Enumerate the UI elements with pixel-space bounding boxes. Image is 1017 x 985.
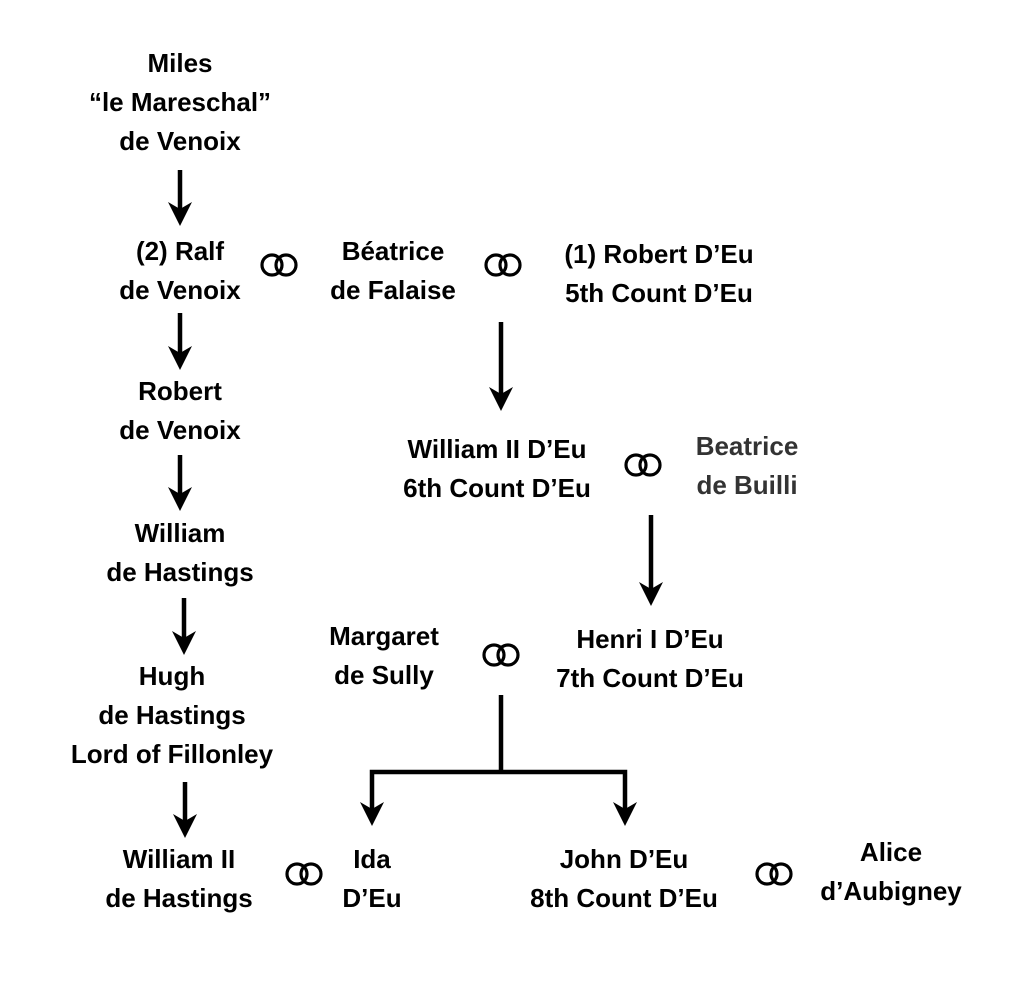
marriage-rings-icon <box>260 253 298 277</box>
person-name-line: de Sully <box>334 660 434 690</box>
arrow-head-icon <box>168 346 192 370</box>
person-name-line: Robert <box>138 376 222 406</box>
person-name-line: de Venoix <box>119 415 241 445</box>
person-name-line: de Venoix <box>119 275 241 305</box>
person-john-deu: John D’Eu 8th Count D’Eu <box>530 844 718 913</box>
ring-circle <box>498 253 522 277</box>
person-robert-venoix: Robert de Venoix <box>119 376 241 445</box>
arrow-head-icon <box>613 802 637 826</box>
person-william-ii-hastings: William II de Hastings <box>105 844 252 913</box>
person-name-line: William <box>135 518 226 548</box>
ring-circle <box>638 453 662 477</box>
person-name-line: de Builli <box>696 470 797 500</box>
marriage-rings-icon <box>482 643 520 667</box>
descent-arrow <box>639 515 663 606</box>
person-name-line: 7th Count D’Eu <box>556 663 744 693</box>
person-name-line: (1) Robert D’Eu <box>564 239 753 269</box>
person-name-line: de Venoix <box>119 126 241 156</box>
ring-circle <box>496 643 520 667</box>
person-name-line: Beatrice <box>696 431 799 461</box>
person-william-ii-deu: William II D’Eu 6th Count D’Eu <box>403 434 591 503</box>
person-alice-aubigney: Alice d’Aubigney <box>820 837 962 906</box>
person-margaret-sully: Margaret de Sully <box>329 621 439 690</box>
person-name-line: Lord of Fillonley <box>71 739 274 769</box>
ring-circle <box>624 453 648 477</box>
person-name-line: William II D’Eu <box>408 434 587 464</box>
ring-circle <box>260 253 284 277</box>
descent-arrow <box>168 313 192 370</box>
person-name-line: Hugh <box>139 661 205 691</box>
marriage-rings-icon <box>624 453 662 477</box>
person-name-line: D’Eu <box>342 883 401 913</box>
marriage-rings-icon <box>484 253 522 277</box>
people-layer: Miles “le Mareschal” de Venoix (2) Ralf de V… <box>71 48 962 913</box>
arrow-head-icon <box>489 387 513 411</box>
descent-arrow <box>172 598 196 655</box>
descent-arrows-layer <box>168 170 663 838</box>
person-name-line: (2) Ralf <box>136 236 224 266</box>
arrow-head-icon <box>168 202 192 226</box>
bracket-lines <box>369 695 628 813</box>
person-name-line: d’Aubigney <box>820 876 962 906</box>
ring-circle <box>484 253 508 277</box>
person-name-line: de Hastings <box>106 557 253 587</box>
person-name-line: de Hastings <box>98 700 245 730</box>
person-name-line: Miles <box>147 48 212 78</box>
descent-arrow <box>173 782 197 838</box>
person-name-line: Margaret <box>329 621 439 651</box>
person-name-line: William II <box>123 844 235 874</box>
person-robert-deu: (1) Robert D’Eu 5th Count D’Eu <box>564 239 753 308</box>
ring-circle <box>755 862 779 886</box>
arrow-head-icon <box>172 631 196 655</box>
person-name-line: Béatrice <box>342 236 445 266</box>
marriage-rings-icon <box>285 862 323 886</box>
ring-circle <box>482 643 506 667</box>
person-name-line: de Falaise <box>330 275 456 305</box>
person-beatrice-builli: Beatrice de Builli <box>696 431 799 500</box>
arrow-head-icon <box>168 487 192 511</box>
person-ralf: (2) Ralf de Venoix <box>119 236 241 305</box>
descent-arrow <box>168 170 192 226</box>
ring-circle <box>285 862 309 886</box>
person-name-line: 6th Count D’Eu <box>403 473 591 503</box>
descent-bracket-arrow <box>360 695 637 826</box>
marriage-rings-icon <box>755 862 793 886</box>
person-henri-deu: Henri I D’Eu 7th Count D’Eu <box>556 624 744 693</box>
person-miles: Miles “le Mareschal” de Venoix <box>89 48 271 156</box>
marriages-layer <box>260 253 793 886</box>
person-name-line: John D’Eu <box>560 844 689 874</box>
person-name-line: 5th Count D’Eu <box>565 278 753 308</box>
person-beatrice-falaise: Béatrice de Falaise <box>330 236 456 305</box>
person-name-line: Henri I D’Eu <box>576 624 723 654</box>
descent-arrow <box>489 322 513 411</box>
person-name-line: 8th Count D’Eu <box>530 883 718 913</box>
ring-circle <box>274 253 298 277</box>
descent-arrow <box>168 455 192 511</box>
person-william-hastings: William de Hastings <box>106 518 253 587</box>
ring-circle <box>769 862 793 886</box>
person-name-line: “le Mareschal” <box>89 87 271 117</box>
person-name-line: de Hastings <box>105 883 252 913</box>
arrow-head-icon <box>639 582 663 606</box>
arrow-head-icon <box>360 802 384 826</box>
arrow-head-icon <box>173 814 197 838</box>
ring-circle <box>299 862 323 886</box>
person-name-line: Ida <box>353 844 391 874</box>
person-name-line: Alice <box>860 837 922 867</box>
